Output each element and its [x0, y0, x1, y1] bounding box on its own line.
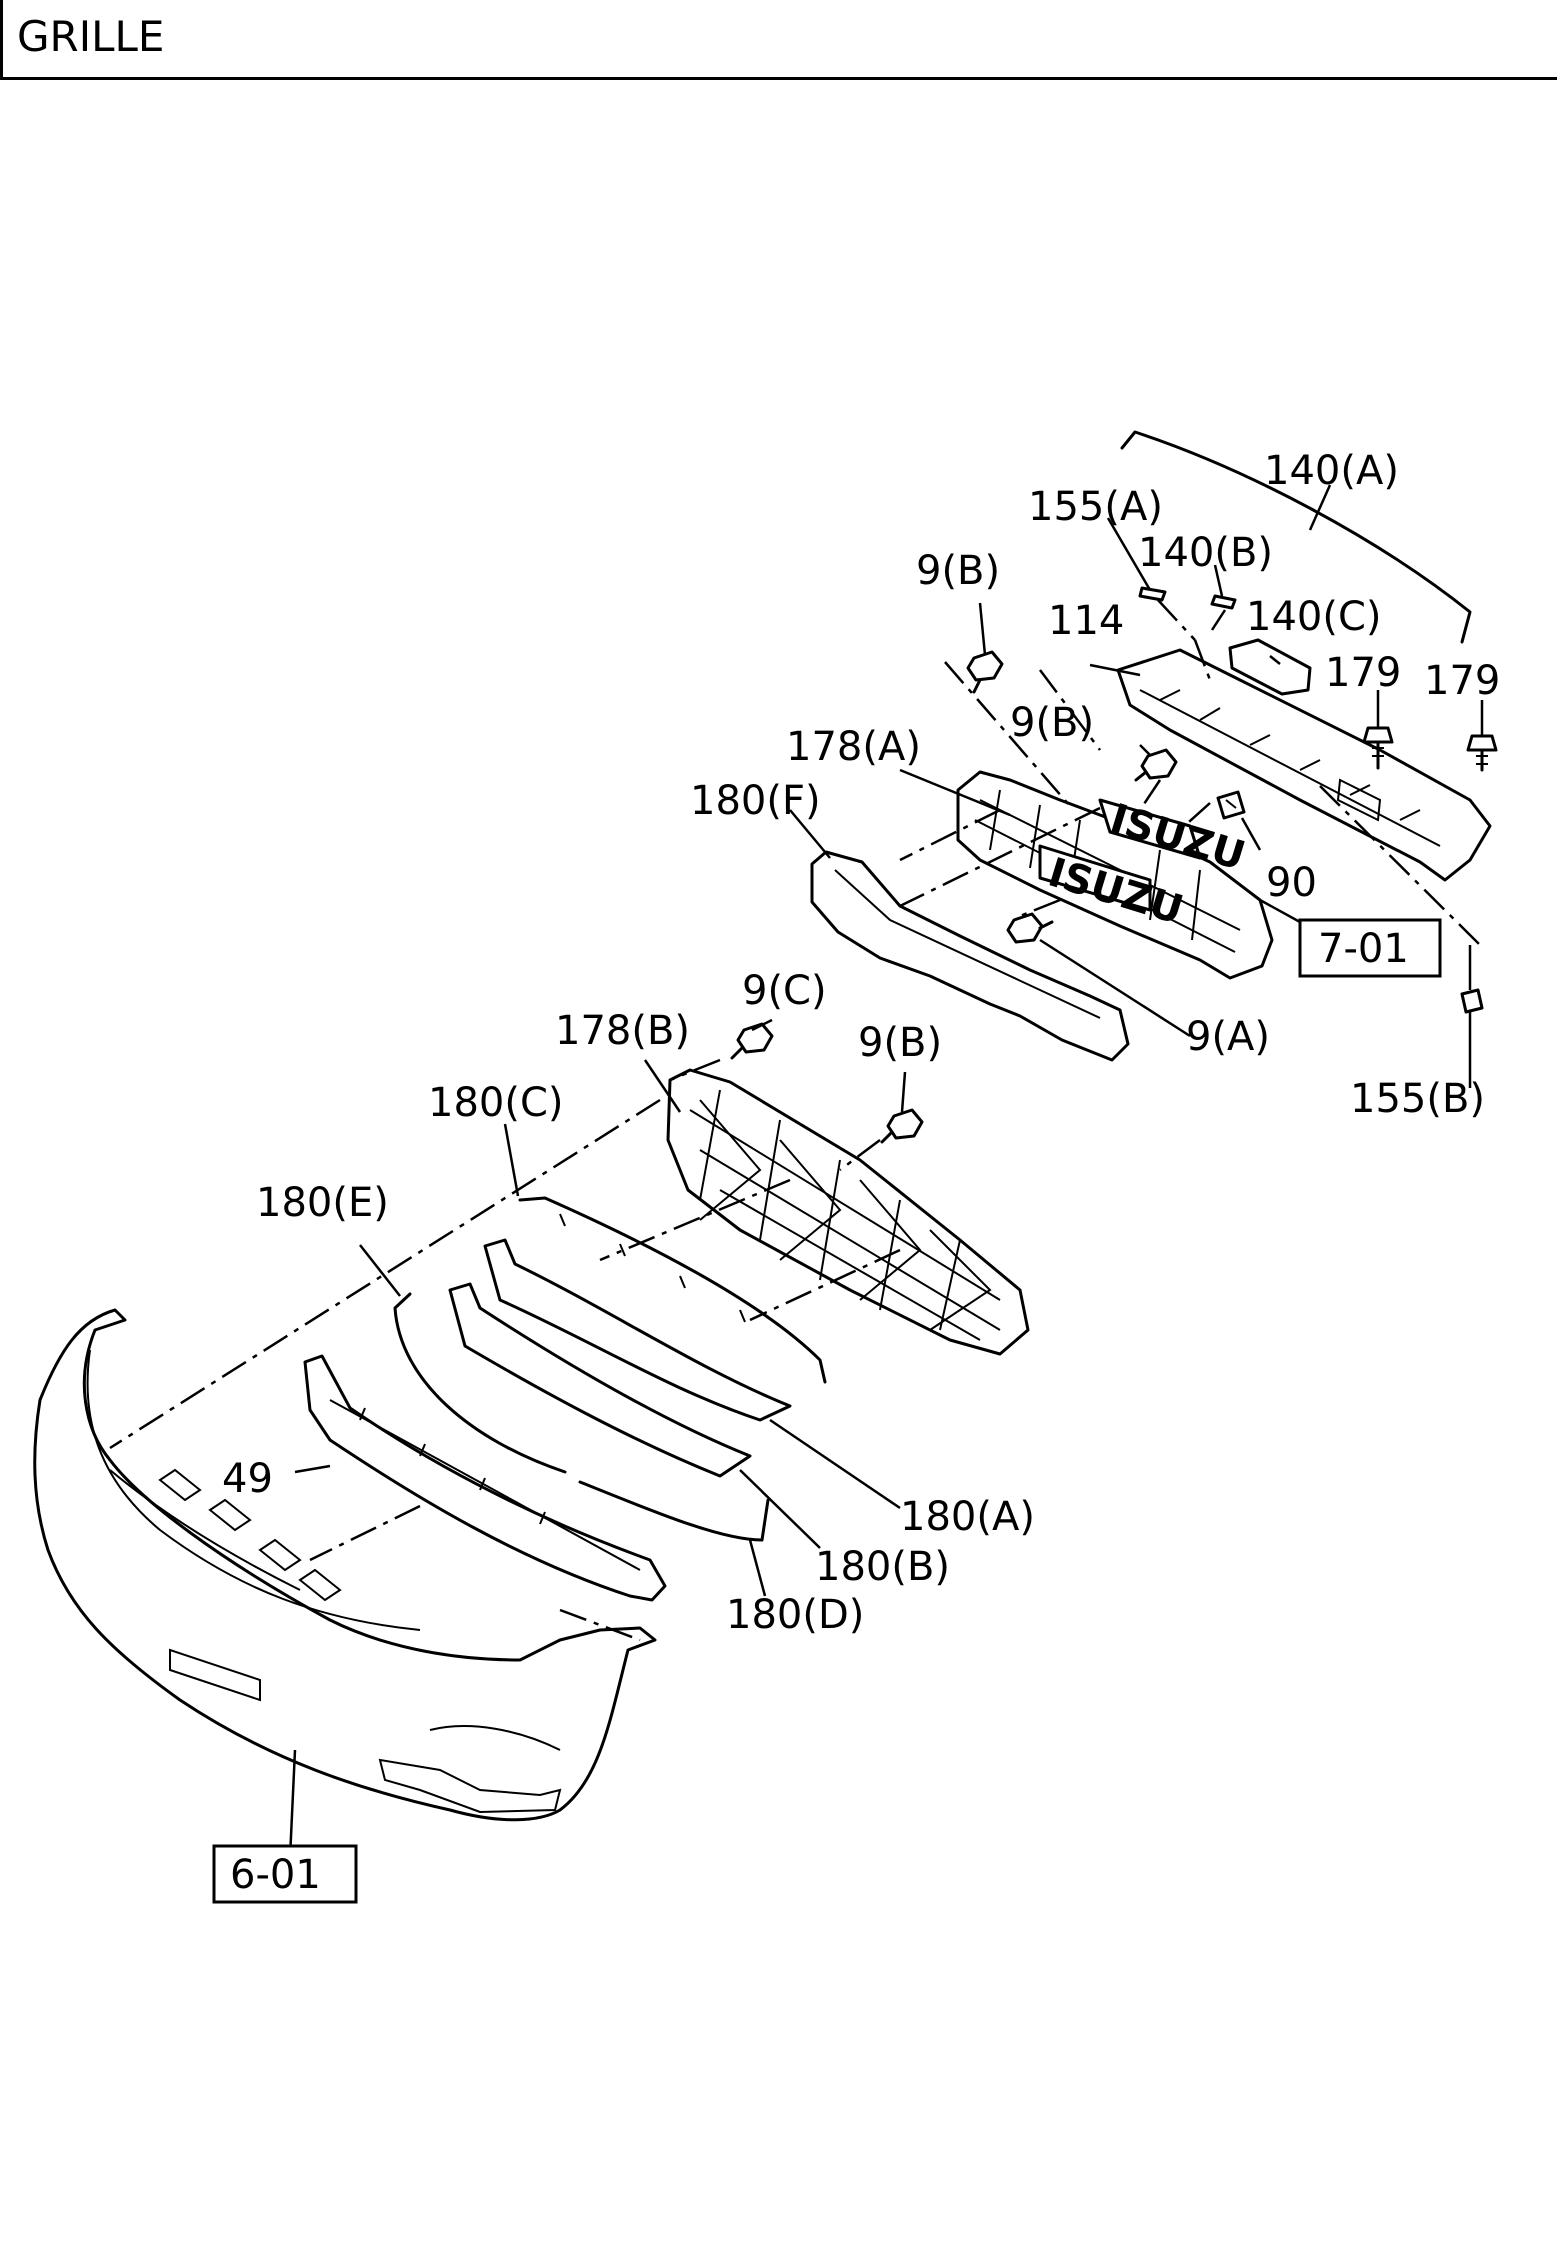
part-140c-pad — [1228, 638, 1312, 696]
part-179-clip-a — [1362, 726, 1394, 770]
callout-179-a: 179 — [1325, 650, 1401, 696]
callout-114: 114 — [1048, 598, 1124, 644]
callout-9b-top: 9(B) — [916, 548, 1000, 594]
part-179-clip-b — [1466, 734, 1498, 772]
ref-box-7-01[interactable]: 7-01 — [1298, 918, 1442, 978]
callout-180b: 180(B) — [815, 1544, 950, 1590]
callout-178a: 178(A) — [786, 724, 921, 770]
part-180b-trim — [448, 1282, 752, 1478]
ref-7-01-text: 7-01 — [1318, 926, 1409, 972]
part-9b-screw-top — [966, 650, 1004, 694]
ref-6-01-text: 6-01 — [230, 1852, 321, 1898]
part-180a-trim — [483, 1238, 792, 1422]
part-155a-clip — [1138, 586, 1167, 602]
callout-9a: 9(A) — [1186, 1014, 1270, 1060]
callout-180c: 180(C) — [428, 1080, 564, 1126]
part-140a-molding — [1120, 430, 1472, 644]
callout-9b-mid: 9(B) — [1010, 700, 1094, 746]
callout-180d: 180(D) — [726, 1592, 864, 1638]
part-9b-screw-low — [880, 1108, 924, 1144]
callout-140a: 140(A) — [1264, 448, 1399, 494]
part-180c-trim — [518, 1196, 827, 1384]
part-front-bumper — [33, 1308, 657, 1822]
callout-179-b: 179 — [1424, 658, 1500, 704]
part-114-support — [1116, 648, 1492, 882]
title-bar: GRILLE — [0, 0, 1557, 80]
part-180d-trim — [578, 1480, 770, 1542]
callout-90: 90 — [1266, 860, 1317, 906]
callout-140b: 140(B) — [1138, 530, 1273, 576]
callout-9b-low: 9(B) — [858, 1020, 942, 1066]
part-9a-screw — [1006, 912, 1054, 944]
callout-9c: 9(C) — [742, 968, 827, 1014]
part-49-lower-trim — [303, 1354, 667, 1602]
page-title: GRILLE — [17, 12, 165, 61]
callout-140c: 140(C) — [1246, 594, 1382, 640]
callout-178b: 178(B) — [555, 1008, 690, 1054]
callout-155b: 155(B) — [1350, 1076, 1485, 1122]
ref-box-6-01[interactable]: 6-01 — [212, 1844, 358, 1904]
callout-180a: 180(A) — [900, 1494, 1035, 1540]
callout-180f: 180(F) — [690, 778, 821, 824]
leader-lines — [288, 484, 1484, 1859]
part-140b-clip — [1210, 594, 1237, 610]
assembly-lines — [109, 599, 1481, 1642]
callout-49: 49 — [222, 1456, 273, 1502]
part-90-nut — [1216, 790, 1246, 820]
callout-180e: 180(E) — [256, 1180, 389, 1226]
part-180e-trim — [393, 1292, 567, 1474]
callout-labels: 140(A) 155(A) 140(B) 140(C) 9(B) 114 179… — [222, 448, 1500, 1638]
part-178b-main-grille — [666, 1068, 1030, 1356]
part-180f-trim — [810, 850, 1130, 1062]
callout-155a: 155(A) — [1028, 484, 1163, 530]
part-155b-clip — [1460, 988, 1484, 1014]
part-9b-screw-mid — [1134, 748, 1178, 782]
